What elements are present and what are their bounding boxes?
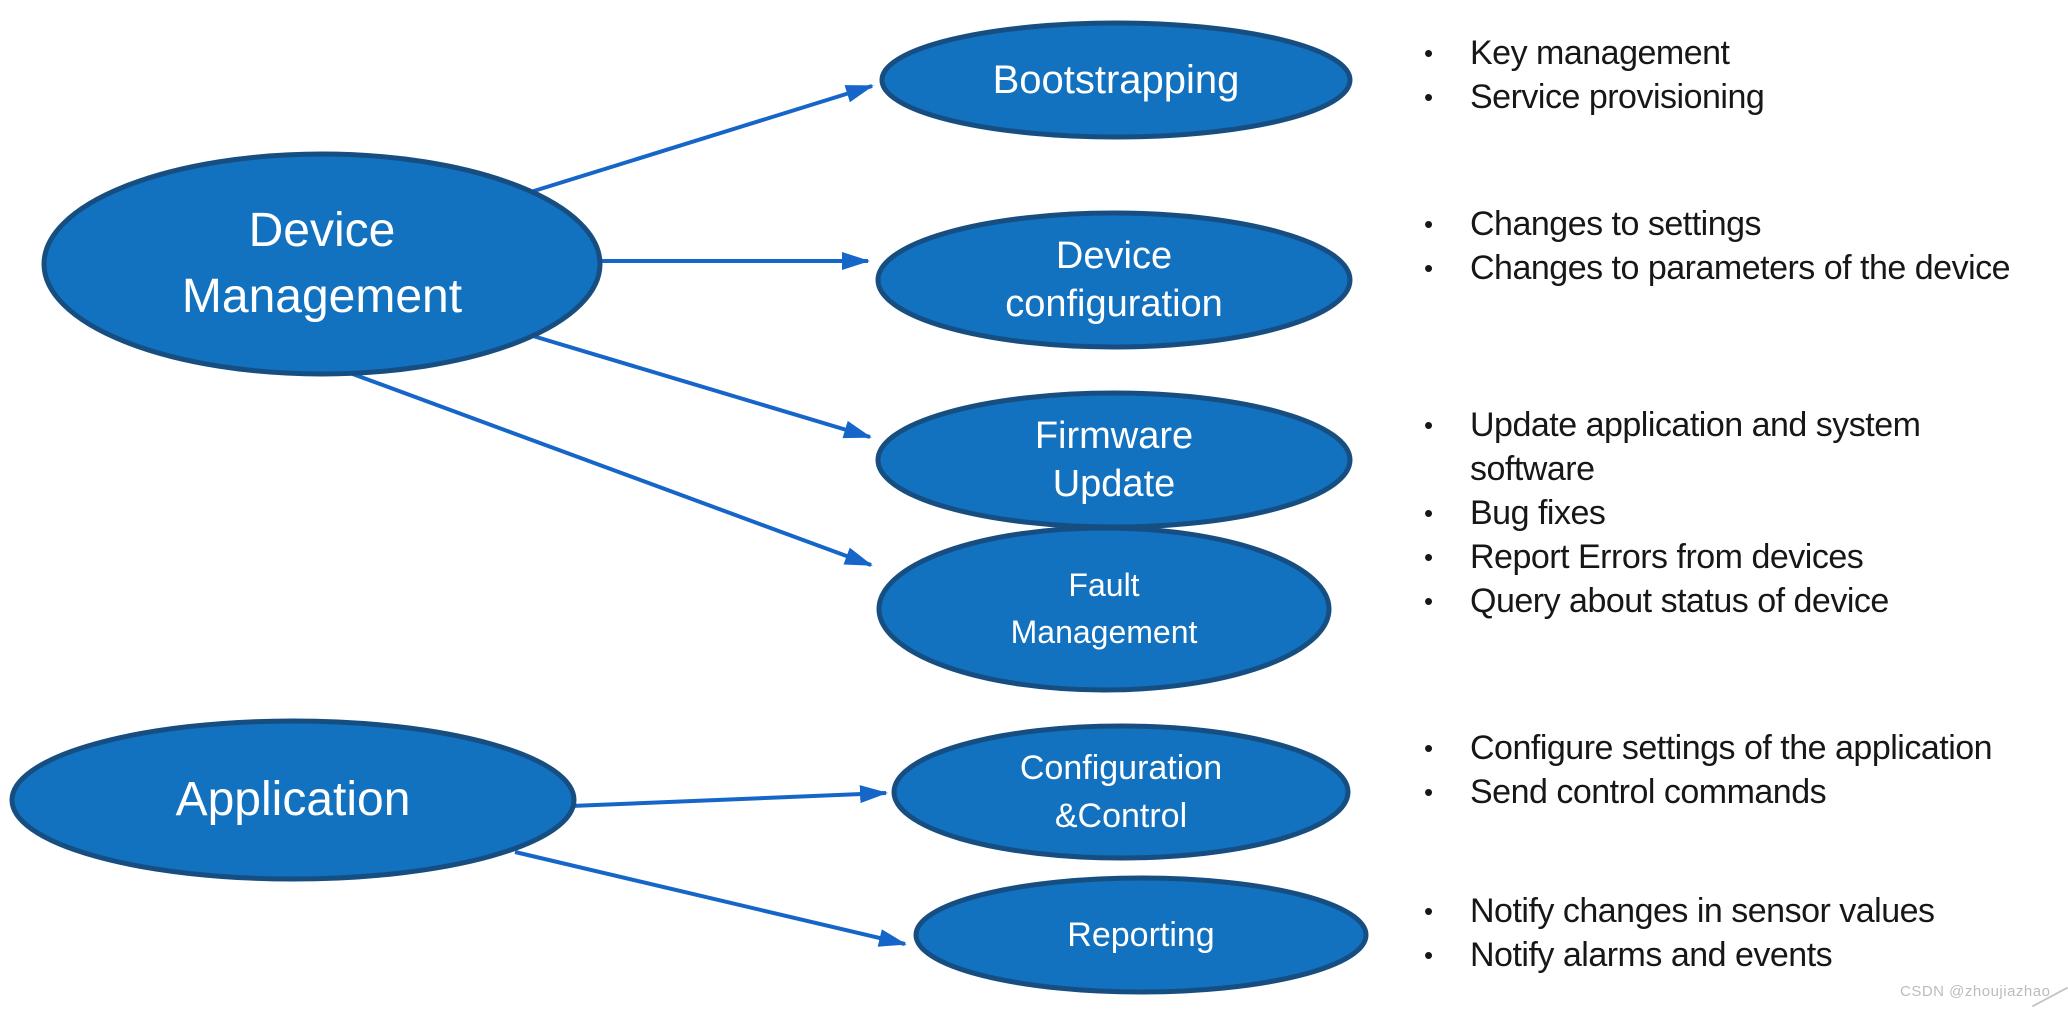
list-item: • Changes to settings xyxy=(1420,202,2065,246)
bullet-group-bootstrapping: • Key management • Service provisioning xyxy=(1420,31,2065,119)
bullet-dot: • xyxy=(1424,38,1434,68)
bullet-dot: • xyxy=(1424,410,1434,440)
bullet-text: Key management xyxy=(1470,34,1730,72)
list-item: • Send control commands xyxy=(1420,770,2065,814)
bullet-dot: • xyxy=(1424,777,1434,807)
bullet-dot-empty xyxy=(1420,447,1470,491)
bullet-text: Bug fixes xyxy=(1470,494,1606,532)
bullet-text: Query about status of device xyxy=(1470,582,1889,620)
bullet-group-reporting: • Notify changes in sensor values • Noti… xyxy=(1420,889,2065,977)
bullet-text: Notify alarms and events xyxy=(1470,936,1833,974)
bullet-text: Notify changes in sensor values xyxy=(1470,892,1935,930)
connector-dm-bootstrapping xyxy=(520,84,874,197)
list-item: • Notify alarms and events xyxy=(1420,933,2065,977)
bullet-dot: • xyxy=(1424,498,1434,528)
list-item: • Bug fixes xyxy=(1420,491,2065,535)
bullet-text: Send control commands xyxy=(1470,773,1827,811)
list-item: • Key management xyxy=(1420,31,2065,75)
bullet-dot: • xyxy=(1424,586,1434,616)
node-ellipse-device-management xyxy=(41,151,603,377)
bullet-text: Changes to settings xyxy=(1470,205,1762,243)
list-item: • Report Errors from devices xyxy=(1420,535,2065,579)
bullet-group-device-configuration: • Changes to settings • Changes to param… xyxy=(1420,202,2065,290)
bullet-dot: • xyxy=(1424,209,1434,239)
bullet-text: Update application and system xyxy=(1470,406,1921,444)
node-ellipse-fault-management xyxy=(876,525,1332,693)
bullet-dot: • xyxy=(1424,82,1434,112)
bullet-dot: • xyxy=(1424,253,1434,283)
connector-app-reporting xyxy=(514,850,907,947)
node-ellipse-configuration-control xyxy=(891,723,1351,861)
list-item: • Query about status of device xyxy=(1420,579,2065,623)
connector-dm-fault-management xyxy=(349,371,873,567)
bullet-text: Configure settings of the application xyxy=(1470,729,1993,767)
bullet-dot: • xyxy=(1424,896,1434,926)
bullet-dot: • xyxy=(1424,733,1434,763)
connector-dm-firmware-update xyxy=(522,331,872,439)
bullet-text: Service provisioning xyxy=(1470,78,1765,116)
list-item: • Configure settings of the application xyxy=(1420,726,2065,770)
node-ellipse-bootstrapping xyxy=(879,20,1353,140)
list-item: • Changes to parameters of the device xyxy=(1420,246,2065,290)
bullet-dot: • xyxy=(1424,940,1434,970)
bullet-group-configuration-control: • Configure settings of the application … xyxy=(1420,726,2065,814)
bullet-group-firmware-fault: • Update application and system software… xyxy=(1420,403,2065,623)
connector-app-configuration-control xyxy=(570,785,888,808)
node-ellipse-device-configuration xyxy=(875,210,1353,350)
list-item: • Notify changes in sensor values xyxy=(1420,889,2065,933)
list-item: • Service provisioning xyxy=(1420,75,2065,119)
bullet-text: Changes to parameters of the device xyxy=(1470,249,2011,287)
node-ellipse-reporting xyxy=(913,875,1369,995)
list-item-continuation: software xyxy=(1420,447,2065,491)
bullet-text: software xyxy=(1470,450,1595,488)
bullet-dot: • xyxy=(1424,542,1434,572)
node-ellipse-application xyxy=(9,718,577,882)
watermark-text: CSDN @zhoujiazhao xyxy=(1900,983,2051,1000)
bullet-text: Report Errors from devices xyxy=(1470,538,1864,576)
node-ellipse-firmware-update xyxy=(875,390,1353,530)
list-item: • Update application and system xyxy=(1420,403,2065,447)
